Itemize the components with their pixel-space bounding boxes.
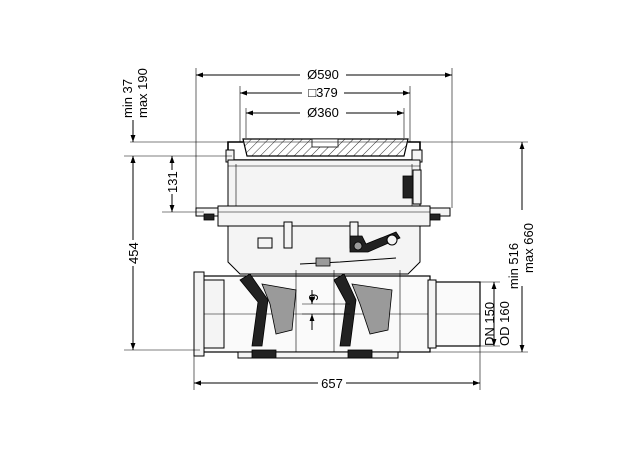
label-inner-diameter: Ø360 (307, 105, 339, 120)
label-total-max: max 660 (521, 223, 536, 273)
side-clamp (402, 175, 414, 199)
label-total-min: min 516 (506, 243, 521, 289)
dimension-lines (124, 68, 528, 390)
drain-body (193, 138, 481, 359)
label-overall-length: 657 (321, 376, 343, 391)
label-outlet-offset: 9 (306, 294, 321, 301)
label-square-size: □379 (308, 85, 338, 100)
trap-housing (227, 225, 421, 275)
trap-insert (239, 270, 401, 352)
flange (195, 205, 451, 227)
label-frame-height: 131 (165, 171, 180, 193)
cover-handle (311, 138, 339, 148)
label-top-diameter: Ø590 (307, 67, 339, 82)
label-body-height: 454 (126, 242, 141, 264)
dimension-labels: Ø590 □379 Ø360 min 37 max 190 131 454 9 … (120, 66, 538, 391)
outlet-pipe (193, 271, 481, 357)
base (237, 349, 399, 359)
label-adjust-max: max 190 (135, 68, 150, 118)
grating-cover (242, 138, 409, 157)
label-adjust-min: min 37 (120, 79, 135, 118)
label-pipe-dn: DN 150 (482, 302, 497, 346)
label-pipe-od: OD 160 (497, 301, 512, 346)
